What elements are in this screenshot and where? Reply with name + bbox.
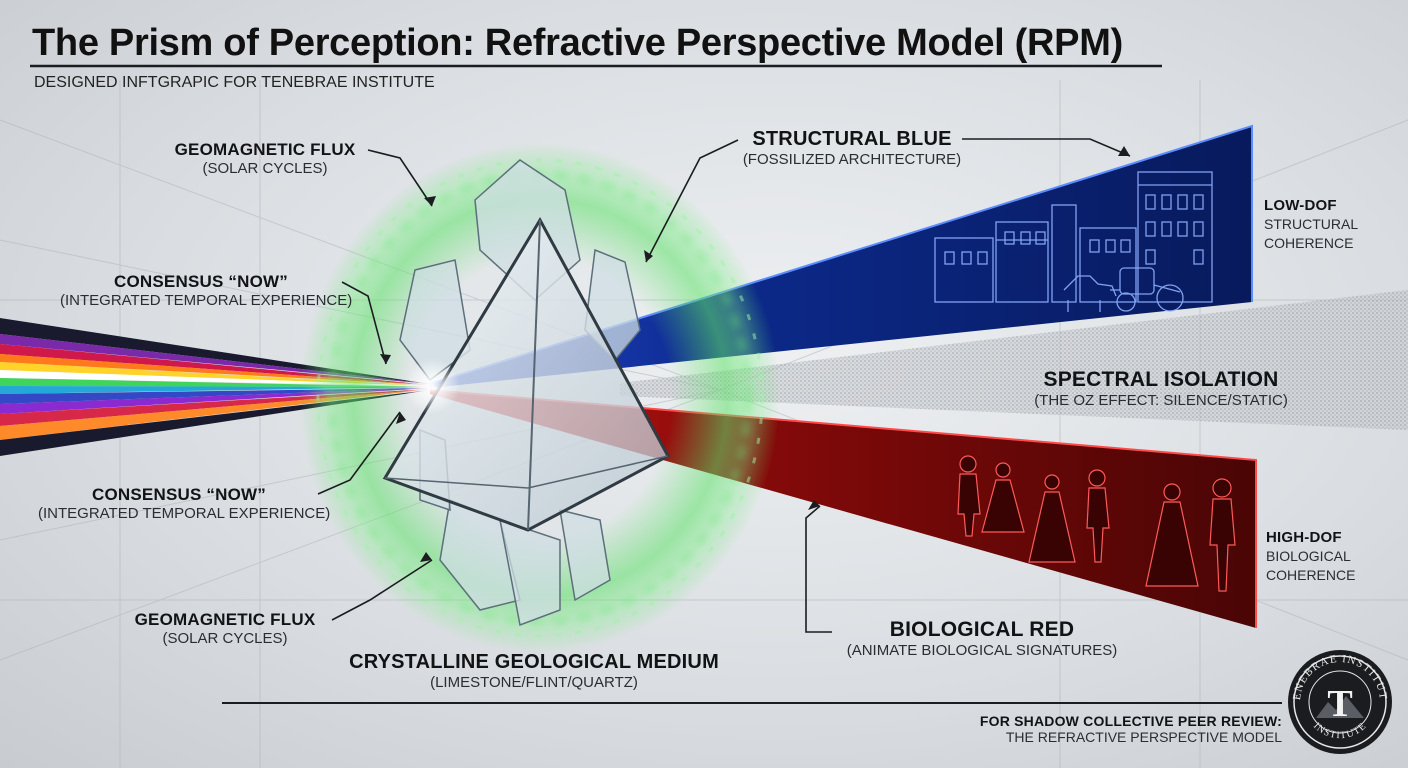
label-low-dof-main: LOW-DOF — [1264, 197, 1337, 214]
seal-letter: T — [1327, 683, 1352, 725]
label-biological-red-sub: (ANIMATE BIOLOGICAL SIGNATURES) — [846, 642, 1118, 659]
label-low-dof: LOW-DOF STRUCTURAL COHERENCE — [1264, 196, 1384, 253]
label-structural-blue-main: STRUCTURAL BLUE — [752, 128, 952, 150]
label-biological-red-main: BIOLOGICAL RED — [889, 618, 1075, 641]
label-crystalline-main: CRYSTALLINE GEOLOGICAL MEDIUM — [349, 651, 719, 673]
label-spectral-isolation: SPECTRAL ISOLATION (THE OZ EFFECT: SILEN… — [1016, 368, 1306, 409]
label-geomagnetic-bottom: GEOMAGNETIC FLUX (SOLAR CYCLES) — [120, 610, 330, 647]
label-high-dof: HIGH-DOF BIOLOGICAL COHERENCE — [1266, 528, 1386, 585]
label-consensus-bottom: CONSENSUS “NOW” (INTEGRATED TEMPORAL EXP… — [38, 485, 331, 522]
label-high-dof-sub2: COHERENCE — [1266, 567, 1356, 583]
label-geomagnetic-bottom-sub: (SOLAR CYCLES) — [162, 630, 288, 647]
tenebrae-seal — [1288, 650, 1392, 754]
label-high-dof-main: HIGH-DOF — [1266, 529, 1342, 546]
label-low-dof-sub2: COHERENCE — [1264, 235, 1354, 251]
label-structural-blue: STRUCTURAL BLUE (FOSSILIZED ARCHITECTURE… — [742, 128, 962, 168]
footer-line2: THE REFRACTIVE PERSPECTIVE MODEL — [1005, 729, 1282, 745]
label-geomagnetic-top-sub: (SOLAR CYCLES) — [202, 160, 328, 177]
page-subtitle: DESIGNED INFTGRAPIC FOR TENEBRAE INSTITU… — [34, 74, 435, 91]
label-low-dof-sub1: STRUCTURAL — [1264, 216, 1359, 232]
label-consensus-bottom-main: CONSENSUS “NOW” — [92, 485, 266, 504]
label-consensus-bottom-sub: (INTEGRATED TEMPORAL EXPERIENCE) — [38, 505, 331, 522]
label-spectral-isolation-main: SPECTRAL ISOLATION — [1043, 368, 1279, 391]
leader-lines — [317, 138, 1131, 633]
label-structural-blue-sub: (FOSSILIZED ARCHITECTURE) — [742, 151, 962, 168]
label-crystalline: CRYSTALLINE GEOLOGICAL MEDIUM (LIMESTONE… — [336, 651, 732, 691]
label-consensus-top: CONSENSUS “NOW” (INTEGRATED TEMPORAL EXP… — [60, 272, 353, 309]
footer-line1: FOR SHADOW COLLECTIVE PEER REVIEW: — [979, 713, 1282, 729]
figures-illustration — [957, 455, 1236, 592]
label-crystalline-sub: (LIMESTONE/FLINT/QUARTZ) — [430, 674, 638, 691]
light-flare — [404, 358, 460, 414]
label-geomagnetic-bottom-main: GEOMAGNETIC FLUX — [134, 610, 316, 629]
footer-note: FOR SHADOW COLLECTIVE PEER REVIEW: THE R… — [960, 713, 1282, 745]
label-geomagnetic-top-main: GEOMAGNETIC FLUX — [174, 140, 356, 159]
page-title: The Prism of Perception: Refractive Pers… — [32, 22, 1123, 64]
spectral-isolation-band — [620, 290, 1408, 430]
label-biological-red: BIOLOGICAL RED (ANIMATE BIOLOGICAL SIGNA… — [836, 618, 1128, 659]
label-high-dof-sub1: BIOLOGICAL — [1266, 548, 1351, 564]
leader-arrowheads — [380, 146, 1130, 562]
label-geomagnetic-top: GEOMAGNETIC FLUX (SOLAR CYCLES) — [160, 140, 370, 177]
label-consensus-top-main: CONSENSUS “NOW” — [114, 272, 288, 291]
label-spectral-isolation-sub: (THE OZ EFFECT: SILENCE/STATIC) — [1034, 392, 1288, 409]
label-consensus-top-sub: (INTEGRATED TEMPORAL EXPERIENCE) — [60, 292, 353, 309]
architecture-illustration — [934, 171, 1213, 312]
